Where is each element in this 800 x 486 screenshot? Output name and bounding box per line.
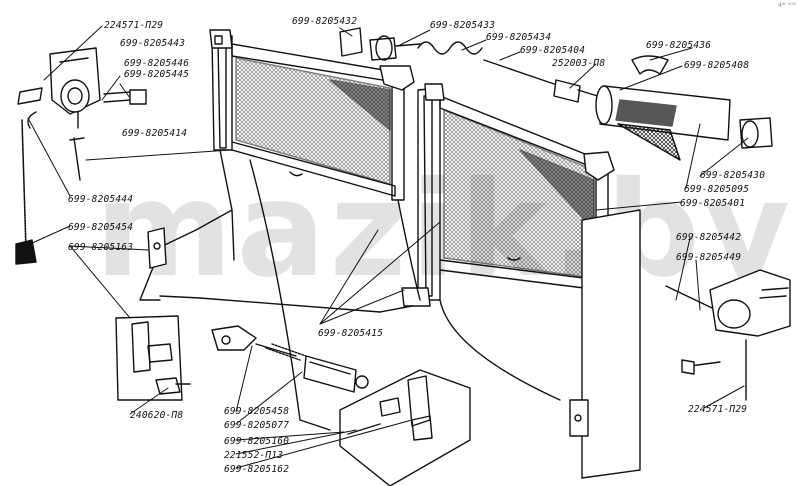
part-label: 699-8205430: [700, 170, 766, 181]
part-label: 699-8205444: [68, 194, 134, 205]
part-label: 699-8205408: [684, 60, 750, 71]
part-label: 699-8205095: [684, 184, 750, 195]
part-label: 699-8205401: [680, 198, 746, 209]
hinge-rod-assembly: [211, 325, 369, 393]
lower-panel: [569, 209, 641, 479]
corner-mark: 4ᵈᵗ ʰʰᴹ: [777, 2, 796, 9]
part-label: 252003-П8: [552, 58, 606, 69]
roller-tube: [595, 85, 773, 161]
part-label: 699-8205436: [646, 40, 712, 51]
mirror-bracket: [15, 47, 147, 265]
left-bracket: [147, 227, 167, 269]
part-label: 699-8205449: [676, 252, 742, 263]
part-label: 224571-П29: [104, 20, 164, 31]
part-label: 240620-П8: [130, 410, 184, 421]
left-inset: [115, 315, 191, 401]
right-clamp: [665, 269, 791, 401]
part-label: 699-8205160: [224, 436, 290, 447]
part-label: 699-8205077: [224, 420, 290, 431]
part-label: 699-8205163: [68, 242, 134, 253]
part-label: 699-8205446: [124, 58, 190, 69]
part-label: 221552-П13: [224, 450, 284, 461]
part-label: 699-8205414: [122, 128, 188, 139]
part-label: 699-8205454: [68, 222, 134, 233]
part-label: 699-8205415: [318, 328, 384, 339]
leader-lines: [27, 25, 749, 469]
part-label: 699-8205434: [486, 32, 552, 43]
right-inset: [339, 369, 471, 486]
top-axis-parts: [339, 27, 669, 103]
part-label: 699-8205442: [676, 232, 742, 243]
part-label: 699-8205443: [120, 38, 186, 49]
part-label: 699-8205432: [292, 16, 358, 27]
part-label: 699-8205433: [430, 20, 496, 31]
right-visor-frame: [401, 83, 615, 307]
part-label: 699-8205404: [520, 45, 586, 56]
left-visor-frame: [209, 29, 415, 201]
part-label: 699-8205445: [124, 69, 190, 80]
part-label: 699-8205458: [224, 406, 290, 417]
part-label: 699-8205162: [224, 464, 290, 475]
part-label: 224571-П29: [688, 404, 748, 415]
